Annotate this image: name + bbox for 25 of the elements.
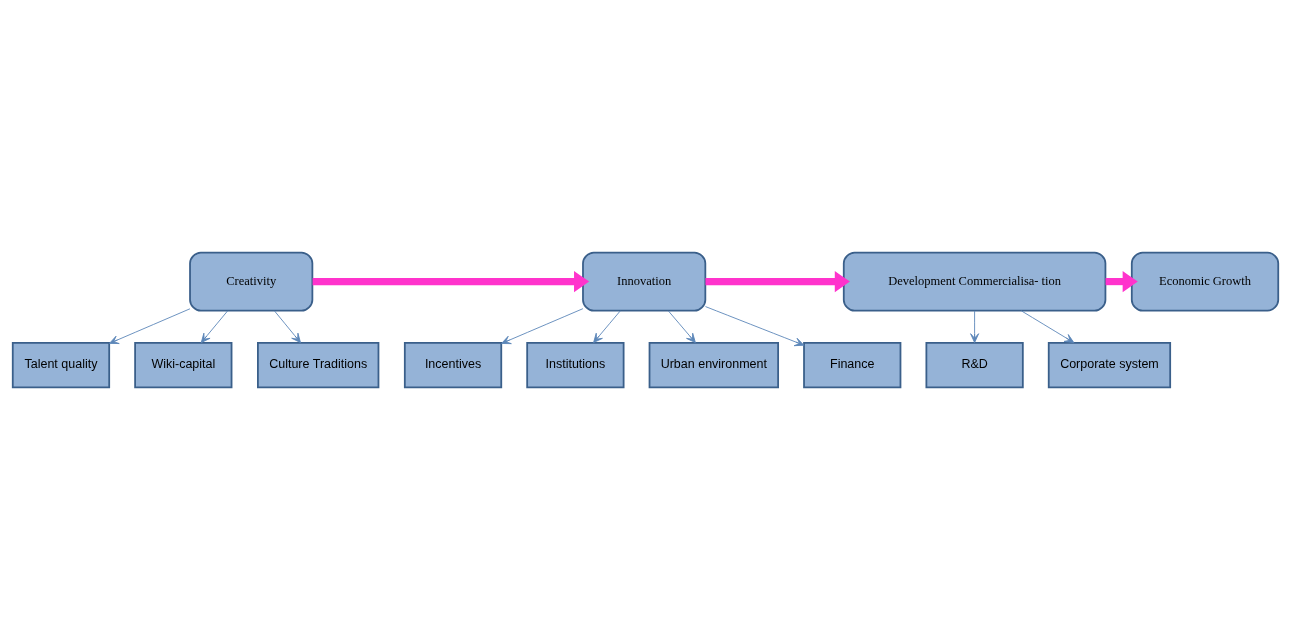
arrow [200,309,229,343]
arrow [593,309,621,343]
node-box: Innovation [582,251,707,311]
node-box: Talent quality [11,341,111,388]
node-box: Incentives [403,341,503,388]
node-box: Economic Growth [1130,251,1280,311]
node-box: Wiki-capital [134,341,233,388]
node-box: Development Commercialisa- tion [842,251,1107,311]
arrow [274,309,301,343]
node-box: Institutions [526,341,625,388]
node-box: Corporate system [1047,341,1172,388]
node-box: Finance [803,341,902,388]
node-box: R&D [925,341,1024,388]
arrow [705,305,805,346]
node-box: Urban environment [648,341,779,388]
arrow [970,309,980,343]
arrow [667,309,696,343]
node-box: Creativity [189,251,314,311]
arrow [501,307,584,344]
arrow [312,270,590,292]
arrow [705,270,850,292]
arrow [1105,270,1138,292]
arrow [109,307,191,344]
arrow [1020,309,1075,343]
node-box: Culture Traditions [257,341,380,388]
